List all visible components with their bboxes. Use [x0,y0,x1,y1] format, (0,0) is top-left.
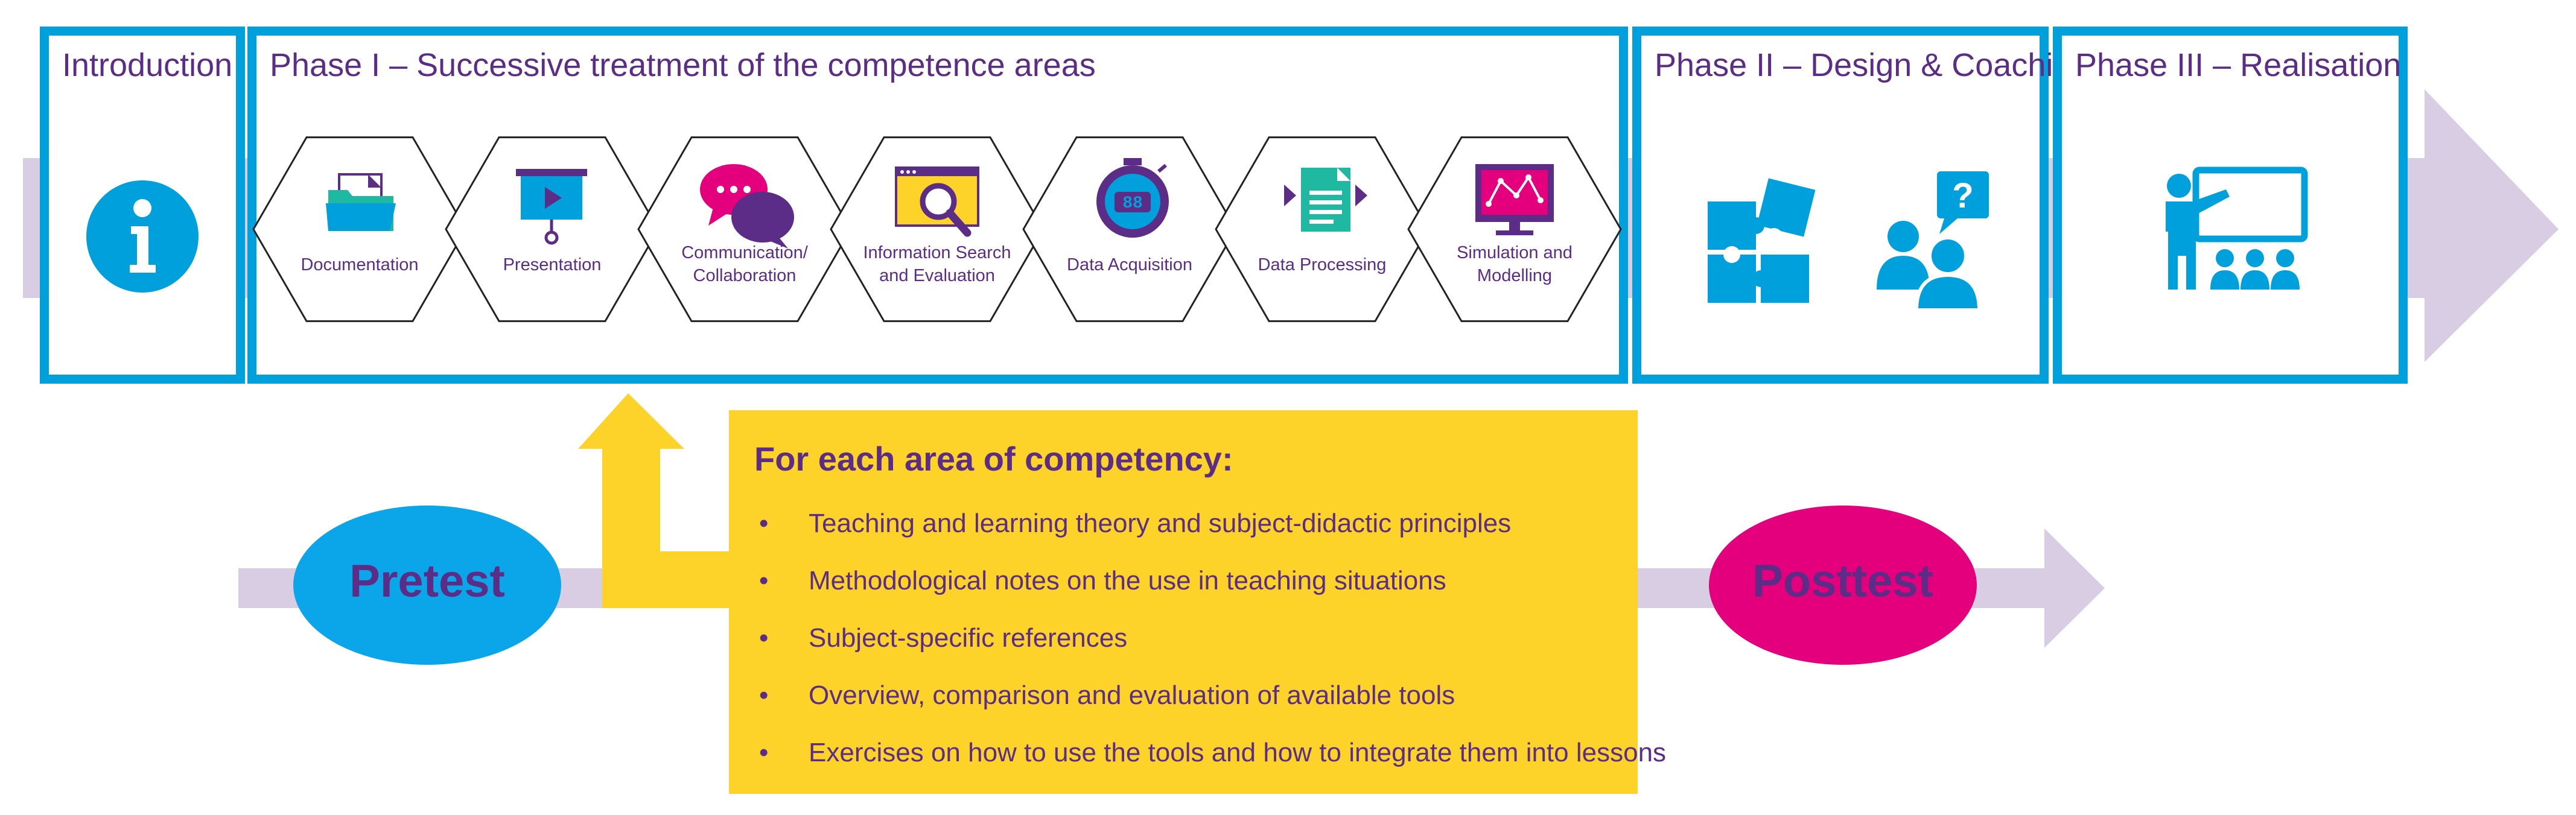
competency-box-title: For each area of competency: [754,440,1233,478]
svg-text:?: ? [1952,176,1973,215]
competence-label: Communication/Collaboration [681,243,808,285]
phase2-box: Phase II – Design & Coaching ? [1632,27,2089,384]
list-item: •Teaching and learning theory and subjec… [759,509,1512,538]
puzzle-icon [1708,178,1816,303]
competence-label: Documentation [301,255,419,274]
competency-list: •Teaching and learning theory and subjec… [754,495,1666,781]
feedback-up-arrow [578,393,760,608]
list-item: •Exercises on how to use the tools and h… [759,738,1667,767]
phase1-title: Phase I – Successive treatment of the co… [270,47,1096,83]
list-item: •Overview, comparison and evaluation of … [759,680,1455,710]
phase3-title: Phase III – Realisation [2075,47,2402,83]
list-item: •Subject-specific references [759,623,1128,653]
folder-icon [326,173,396,231]
hexagon-magnifier-browser [830,136,1045,322]
teacher-presentation-icon [2166,166,2308,290]
posttest-label: Posttest [1752,556,1933,607]
posttest-oval [1709,506,1977,665]
stopwatch-icon: 88 [1096,158,1169,238]
introduction-title: Introduction [62,47,233,83]
phase3-box: Phase III – Realisation [2053,27,2408,384]
document-arrows-icon [1284,168,1367,232]
info-icon [86,180,199,293]
pretest-oval [293,506,561,665]
list-item: •Methodological notes on the use in teac… [759,566,1446,595]
introduction-box: Introduction [40,27,245,384]
pretest-label: Pretest [349,556,505,607]
chat-bubbles-icon [700,164,794,249]
projector-icon [516,169,587,245]
magnifier-browser-icon [895,166,979,237]
phase2-title: Phase II – Design & Coaching [1655,47,2090,83]
competence-label: Data Processing [1258,255,1387,274]
consulting-people-icon: ? [1877,171,1989,310]
competence-label: Data Acquisition [1067,255,1192,274]
competency-details-box: For each area of competency: •Teaching a… [729,410,1666,794]
svg-text:88: 88 [1122,194,1143,213]
monitor-graph-icon [1475,164,1554,235]
competence-label: Presentation [503,255,602,274]
